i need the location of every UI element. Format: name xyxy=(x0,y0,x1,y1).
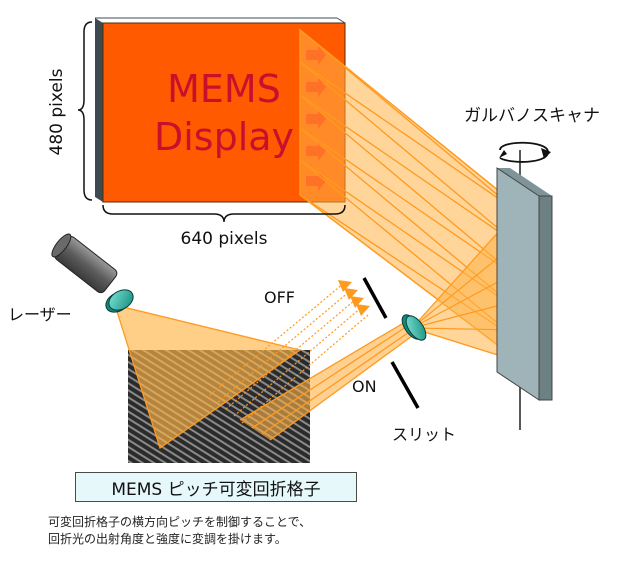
laser-label: レーザー xyxy=(8,305,72,324)
note-line-2: 回折光の出射角度と強度に変調を掛けます。 xyxy=(48,532,287,546)
beam-off xyxy=(209,282,369,424)
description-note: 可変回折格子の横方向ピッチを制御することで、 回折光の出射角度と強度に変調を掛け… xyxy=(48,514,408,548)
rotation-arrow-icon xyxy=(499,141,551,163)
on-label: ON xyxy=(352,377,377,396)
height-label: 480 pixels xyxy=(47,68,67,155)
height-brace xyxy=(77,21,93,201)
width-brace xyxy=(102,204,346,223)
display-title-line2: Display xyxy=(154,115,294,159)
off-label: OFF xyxy=(264,288,295,307)
beam-laser-grating xyxy=(114,304,302,450)
laser xyxy=(51,233,134,313)
slit xyxy=(362,277,420,409)
beam-on xyxy=(239,317,413,441)
grating-caption: MEMS ピッチ可変回折格子 xyxy=(111,479,321,500)
slit-label: スリット xyxy=(392,425,456,444)
grating-caption-box: MEMS ピッチ可変回折格子 xyxy=(75,472,357,502)
note-line-1: 可変回折格子の横方向ピッチを制御することで、 xyxy=(48,515,312,529)
off-arrows xyxy=(338,280,370,316)
galvano-scanner xyxy=(496,150,553,430)
scanner-label: ガルバノスキャナ xyxy=(464,106,600,126)
slit-lens xyxy=(401,314,427,341)
width-label: 640 pixels xyxy=(181,229,268,249)
display-title-line1: MEMS xyxy=(167,67,281,111)
